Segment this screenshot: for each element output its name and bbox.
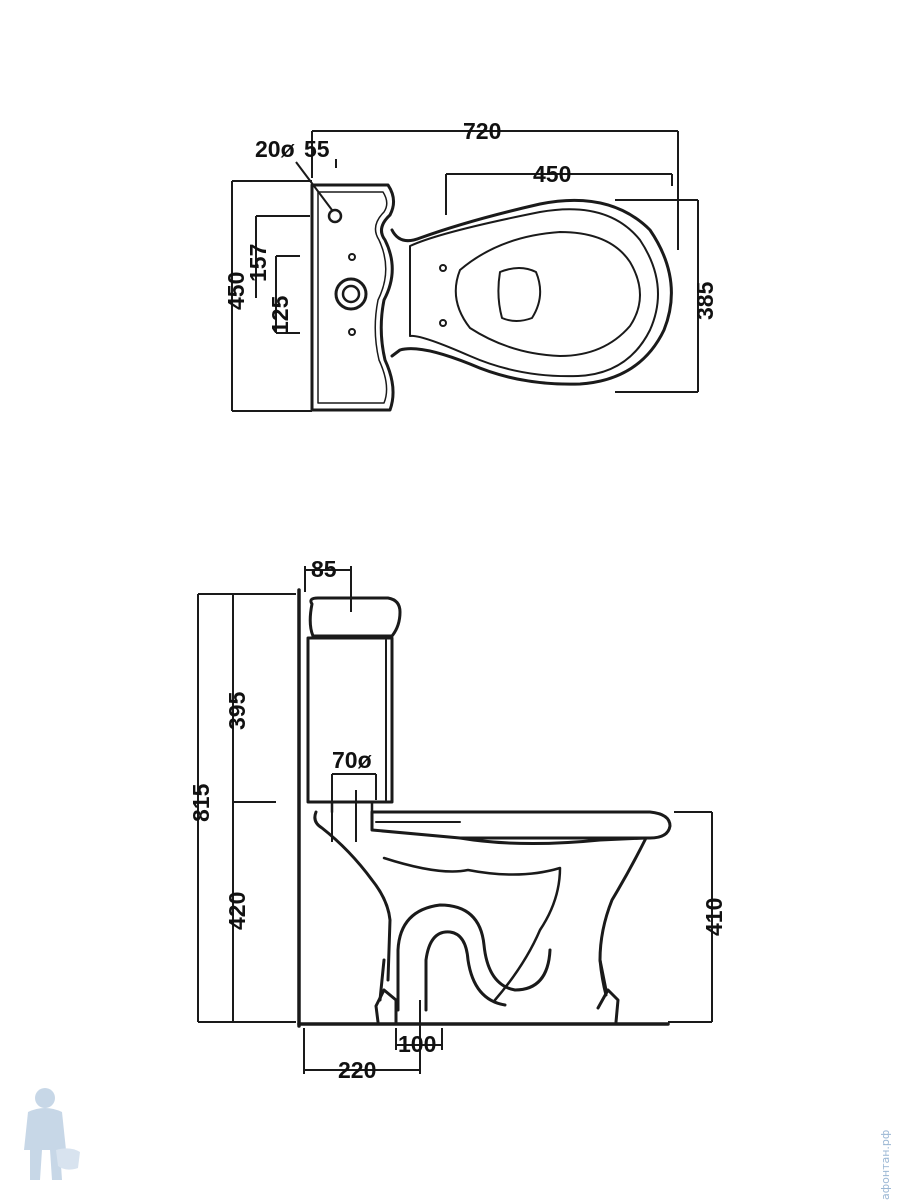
- flush-valve-inner: [341, 284, 361, 304]
- flush-valve-outer: [334, 277, 368, 311]
- cistern-body: [306, 636, 394, 804]
- plan-pan-outline: [390, 198, 673, 386]
- dim-cistern-top: 85: [311, 556, 337, 582]
- pan-rear: [313, 810, 392, 982]
- inlet-hole: [327, 208, 343, 224]
- dim-outlet-from-wall: 220: [338, 1057, 376, 1083]
- plan-cistern: [310, 183, 395, 412]
- dim-bowl-width: 385: [692, 281, 718, 320]
- dim-125: 125: [267, 295, 293, 334]
- fixing-hole-bottom: [348, 328, 356, 336]
- seat-hinge-hole-1: [439, 264, 447, 272]
- fixing-hole-top: [348, 253, 356, 261]
- bowl-outline: [458, 836, 648, 997]
- dim-cistern-height: 395: [224, 691, 250, 730]
- dim-rim-height: 410: [701, 898, 727, 936]
- dim-total-height: 815: [188, 783, 214, 822]
- s-trap: [396, 903, 552, 1012]
- dim-inlet-diameter: 20ø: [255, 136, 295, 162]
- bowl-inner: [382, 856, 562, 1002]
- plumber-mascot-icon: [24, 1088, 80, 1180]
- plan-seat-outline: [409, 208, 659, 378]
- side-view: 85 70ø 815 395 420 410 100 220: [188, 556, 727, 1083]
- dim-flush-pipe: 70ø: [332, 747, 372, 773]
- plan-outlet: [497, 267, 542, 322]
- dim-inlet-offset: 55: [304, 136, 330, 162]
- dim-overall-length: 720: [463, 118, 501, 144]
- dim-outlet: 100: [398, 1031, 436, 1057]
- watermark-text: афонтан.рф: [879, 1130, 892, 1200]
- cistern-lid: [308, 596, 402, 638]
- dim-157: 157: [245, 244, 271, 282]
- plan-cistern-inner: [317, 191, 388, 404]
- dim-pan-height: 420: [224, 892, 250, 930]
- seat-hinge-hole-2: [439, 319, 447, 327]
- pan-foot: [374, 988, 620, 1024]
- seat-profile: [370, 810, 672, 840]
- plan-view: 720 450 385 450 157 125 20ø 55: [223, 118, 718, 412]
- dim-bowl-length: 450: [533, 161, 571, 187]
- plan-bowl-opening: [454, 231, 641, 357]
- dim-overall-width: 450: [223, 272, 249, 310]
